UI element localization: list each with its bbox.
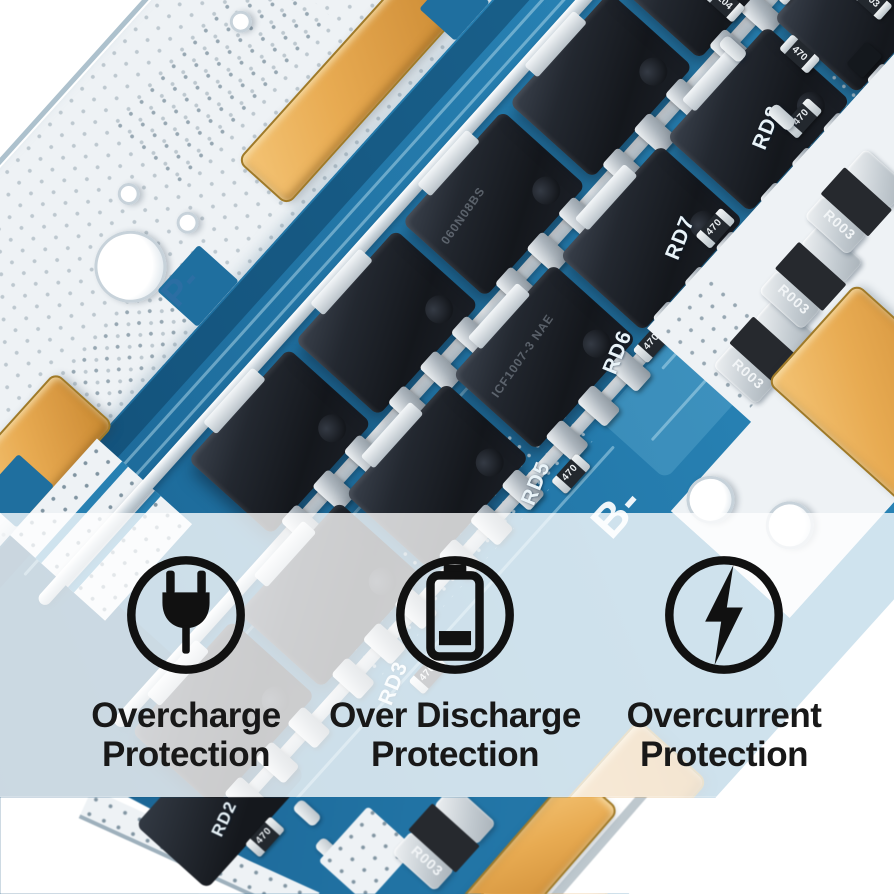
mosfet-pin1-dot xyxy=(633,51,674,92)
feature-caption-line1: Overcurrent xyxy=(626,696,822,735)
feature-caption-line1: Over Discharge xyxy=(329,696,581,735)
mosfet-pin1-dot xyxy=(526,170,567,211)
mosfet-pin1-dot xyxy=(419,289,460,330)
feature-caption-line2: Protection xyxy=(101,735,271,775)
feature-caption-line2: Protection xyxy=(370,735,540,775)
feature-caption-line2: Protection xyxy=(639,735,809,775)
battery-low-icon xyxy=(396,556,514,674)
pcb-bottom-edge-strip: RD2 470 R003 xyxy=(0,797,894,894)
power-plug-icon xyxy=(127,556,245,674)
mosfet-pin1-dot xyxy=(469,442,510,483)
feature-caption-line1: Overcharge xyxy=(91,696,281,735)
mosfet-pin1-dot xyxy=(312,408,352,449)
lightning-bolt-icon xyxy=(665,556,783,674)
